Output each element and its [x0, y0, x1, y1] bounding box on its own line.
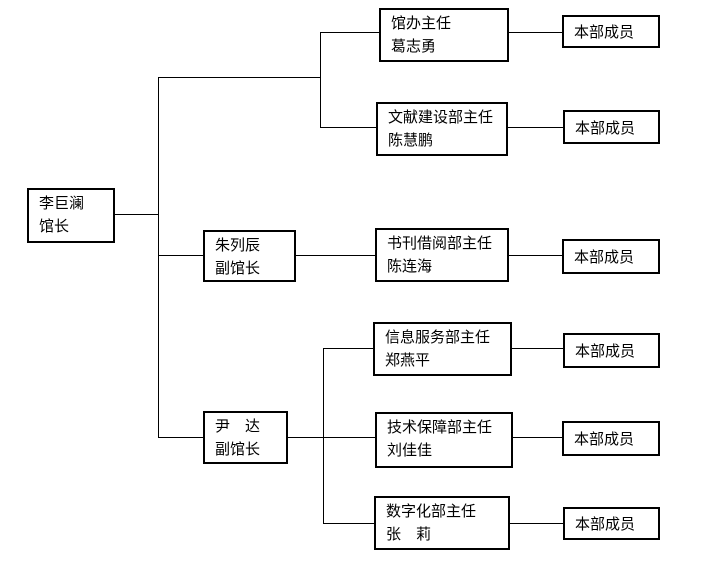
connector-line [510, 523, 563, 524]
dept-title: 技术保障部主任 [387, 420, 493, 436]
connector-line [158, 255, 203, 256]
connector-line [158, 77, 320, 78]
deputy-title: 副馆长 [215, 442, 261, 458]
deputy-name: 朱列辰 [215, 238, 261, 254]
director-title: 馆长 [39, 219, 70, 235]
connector-line [508, 127, 563, 128]
connector-line [512, 348, 563, 349]
connector-line [320, 127, 376, 128]
box-dept-tech-support-head: 技术保障部主任 刘佳佳 [375, 412, 513, 468]
dept-name: 陈连海 [387, 259, 433, 275]
members-label: 本部成员 [574, 432, 635, 448]
members-label: 本部成员 [574, 25, 635, 41]
box-members: 本部成员 [563, 507, 660, 540]
box-members: 本部成员 [563, 333, 660, 368]
connector-line [288, 437, 375, 438]
dept-title: 数字化部主任 [386, 504, 477, 520]
box-members: 本部成员 [562, 15, 660, 48]
members-label: 本部成员 [575, 517, 636, 533]
connector-line [323, 523, 374, 524]
connector-line [296, 255, 375, 256]
dept-title: 书刊借阅部主任 [387, 236, 493, 252]
connector-line [320, 32, 379, 33]
connector-line [323, 348, 373, 349]
members-label: 本部成员 [575, 344, 636, 360]
connector-line [158, 77, 159, 437]
connector-line [320, 32, 321, 127]
dept-title: 信息服务部主任 [385, 330, 491, 346]
deputy-title: 副馆长 [215, 261, 261, 277]
connector-line [115, 214, 158, 215]
box-dept-collection-head: 文献建设部主任 陈慧鹏 [376, 102, 508, 156]
box-members: 本部成员 [562, 239, 660, 274]
dept-name: 刘佳佳 [387, 443, 433, 459]
box-director: 李巨澜 馆长 [27, 188, 115, 243]
members-label: 本部成员 [574, 250, 635, 266]
dept-title: 文献建设部主任 [388, 110, 494, 126]
connector-line [323, 348, 324, 523]
box-dept-digitization-head: 数字化部主任 张 莉 [374, 496, 510, 550]
connector-line [158, 437, 203, 438]
box-members: 本部成员 [562, 421, 660, 456]
box-deputy-director-zhu: 朱列辰 副馆长 [203, 230, 296, 282]
deputy-name: 尹 达 [215, 419, 261, 435]
connector-line [513, 437, 562, 438]
connector-line [509, 255, 562, 256]
box-deputy-director-yin: 尹 达 副馆长 [203, 411, 288, 464]
box-dept-info-service-head: 信息服务部主任 郑燕平 [373, 322, 512, 376]
dept-name: 葛志勇 [391, 39, 437, 55]
connector-line [509, 32, 562, 33]
box-members: 本部成员 [563, 110, 660, 144]
dept-name: 陈慧鹏 [388, 133, 434, 149]
dept-title: 馆办主任 [391, 16, 452, 32]
dept-name: 张 莉 [386, 527, 432, 543]
dept-name: 郑燕平 [385, 353, 431, 369]
box-dept-circulation-head: 书刊借阅部主任 陈连海 [375, 228, 509, 282]
director-name: 李巨澜 [39, 196, 85, 212]
box-dept-office-head: 馆办主任 葛志勇 [379, 8, 509, 62]
members-label: 本部成员 [575, 120, 636, 137]
